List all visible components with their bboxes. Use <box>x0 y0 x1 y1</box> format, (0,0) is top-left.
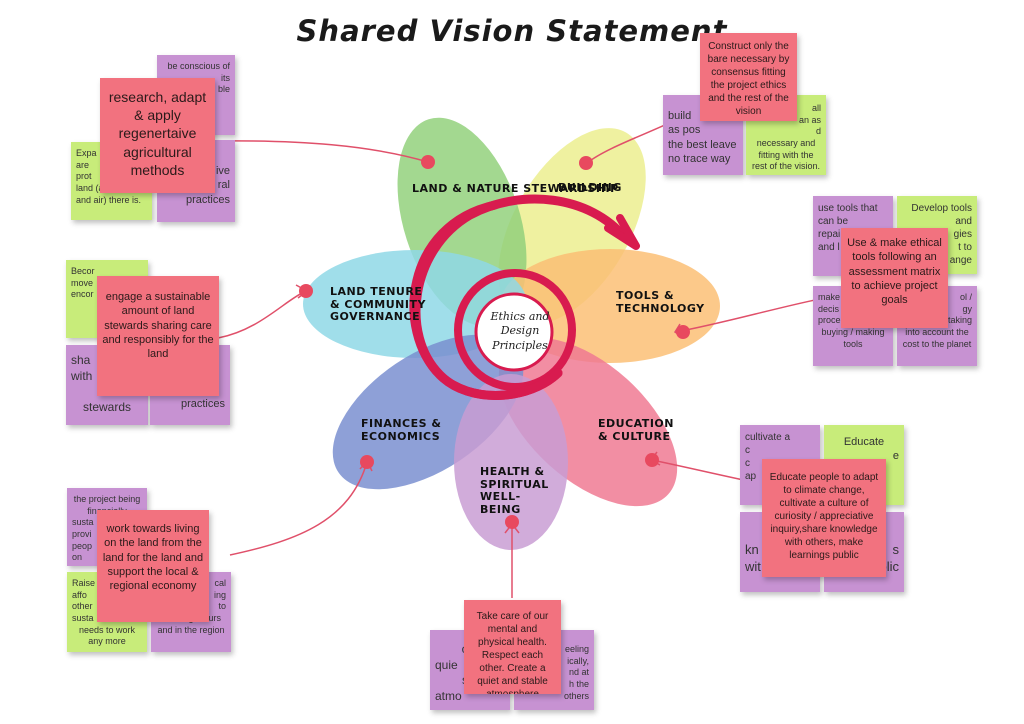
center-circle <box>474 292 554 372</box>
petal-label-land-nature: Land & Nature Stewardship <box>412 182 619 195</box>
petal-health-wellbeing <box>454 374 568 550</box>
petal-tools-technology <box>500 249 720 363</box>
connector-dots <box>299 155 690 529</box>
sticky-note-main: work towards living on the land from the… <box>97 510 209 622</box>
petal-label-tools: Tools & Technology <box>616 289 705 315</box>
sticky-note-main: engage a sustainable amount of land stew… <box>97 276 219 396</box>
center-label: Ethics and Design Principles <box>490 310 550 352</box>
petal-label-health: Health & Spiritual Well-being <box>480 465 549 516</box>
sticky-note-main: Educate people to adapt to climate chang… <box>762 459 886 577</box>
page-title: Shared Vision Statement <box>296 14 728 48</box>
sticky-note-main: Take care of our mental and physical hea… <box>464 600 561 694</box>
petal-label-finances: Finances & Economics <box>361 417 442 443</box>
petal-label-education: Education & Culture <box>598 417 674 443</box>
sticky-note-main: Construct only the bare necessary by con… <box>700 33 797 121</box>
petal-label-building: Building <box>558 181 622 194</box>
sticky-note-main: Use & make ethical tools following an as… <box>841 228 948 328</box>
sticky-note-main: research, adapt & apply regenertaive agr… <box>100 78 215 193</box>
spiral-arrowhead <box>604 214 640 250</box>
petal-label-land-tenure: Land Tenure & Community Governance <box>330 285 426 324</box>
